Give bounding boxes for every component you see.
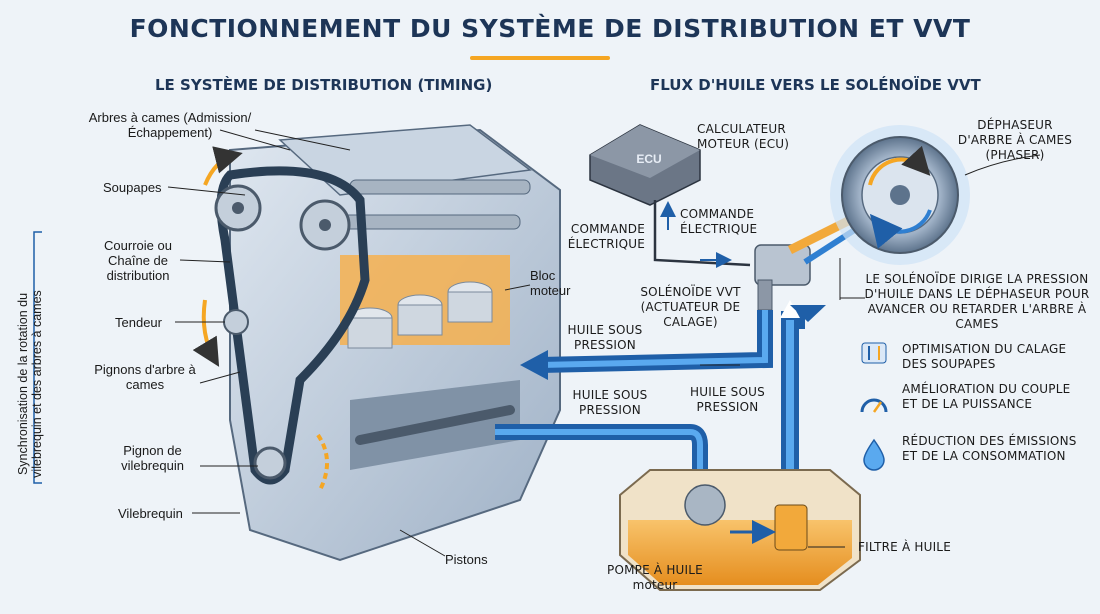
sync-bracket [33,231,42,484]
label-oil-pressure-left: HUILE SOUS PRESSION [567,323,643,352]
label-engine-block: Bloc moteur [530,268,571,298]
ecu-unit [589,124,701,206]
cam-phaser [830,125,970,265]
timing-heading: LE SYSTÈME DE DISTRIBUTION (TIMING) [155,76,493,94]
label-oil-pressure-mid: HUILE SOUS PRESSION [572,388,648,417]
label-oil-pressure-right: HUILE SOUS PRESSION [690,385,765,414]
label-ecu: CALCULATEUR MOTEUR (ECU) [697,122,790,151]
label-solenoid: SOLÉNOÏDE VVT (ACTUATEUR DE CALAGE) [640,285,741,329]
label-sync-note: Synchronisation de la rotation du vilebr… [16,290,44,478]
valve-timing-icon [861,342,887,364]
oil-sump [619,469,861,591]
label-pump: POMPE À HUILE moteur [607,563,703,592]
label-belt: Courroie ou Chaîne de distribution [104,238,172,283]
label-pistons: Pistons [445,552,488,567]
oil-flow-heading: FLUX D'HUILE VERS LE SOLÉNOÏDE VVT [650,76,981,94]
label-crankshaft: Vilebrequin [118,506,183,521]
benefit-text-2: AMÉLIORATION DU COUPLE ET DE LA PUISSANC… [902,382,1071,411]
leader-lines [167,129,1041,557]
label-crank-sprocket: Pignon de vilebrequin [121,443,184,473]
label-filter: FILTRE À HUILE [858,540,951,554]
engine-block [229,124,561,562]
benefit-text-1: OPTIMISATION DU CALAGE DES SOUPAPES [902,342,1067,371]
ecu-chip-label: ECU [636,152,662,166]
label-phaser: DÉPHASEUR D'ARBRE À CAMES (PHASER) [957,118,1073,162]
timing-belt [192,146,370,491]
gauge-icon [860,398,888,413]
label-solenoid-role: LE SOLÉNOÏDE DIRIGE LA PRESSION D'HUILE … [864,272,1090,331]
title-underline [470,56,610,60]
label-camshafts: Arbres à cames (Admission/Échappement) [88,110,252,140]
label-cam-sprockets: Pignons d'arbre à cames [94,362,196,392]
benefit-text-3: RÉDUCTION DES ÉMISSIONS ET DE LA CONSOMM… [902,434,1077,463]
label-command-right: COMMANDE ÉLECTRIQUE [680,207,758,236]
label-command-left: COMMANDE ÉLECTRIQUE [567,222,645,251]
label-tensioner: Tendeur [115,315,162,330]
oil-pipes [495,196,883,525]
label-valves: Soupapes [103,180,162,195]
page-title: FONCTIONNEMENT DU SYSTÈME DE DISTRIBUTIO… [129,14,971,43]
drop-icon [863,438,885,471]
vvt-solenoid [754,244,811,311]
